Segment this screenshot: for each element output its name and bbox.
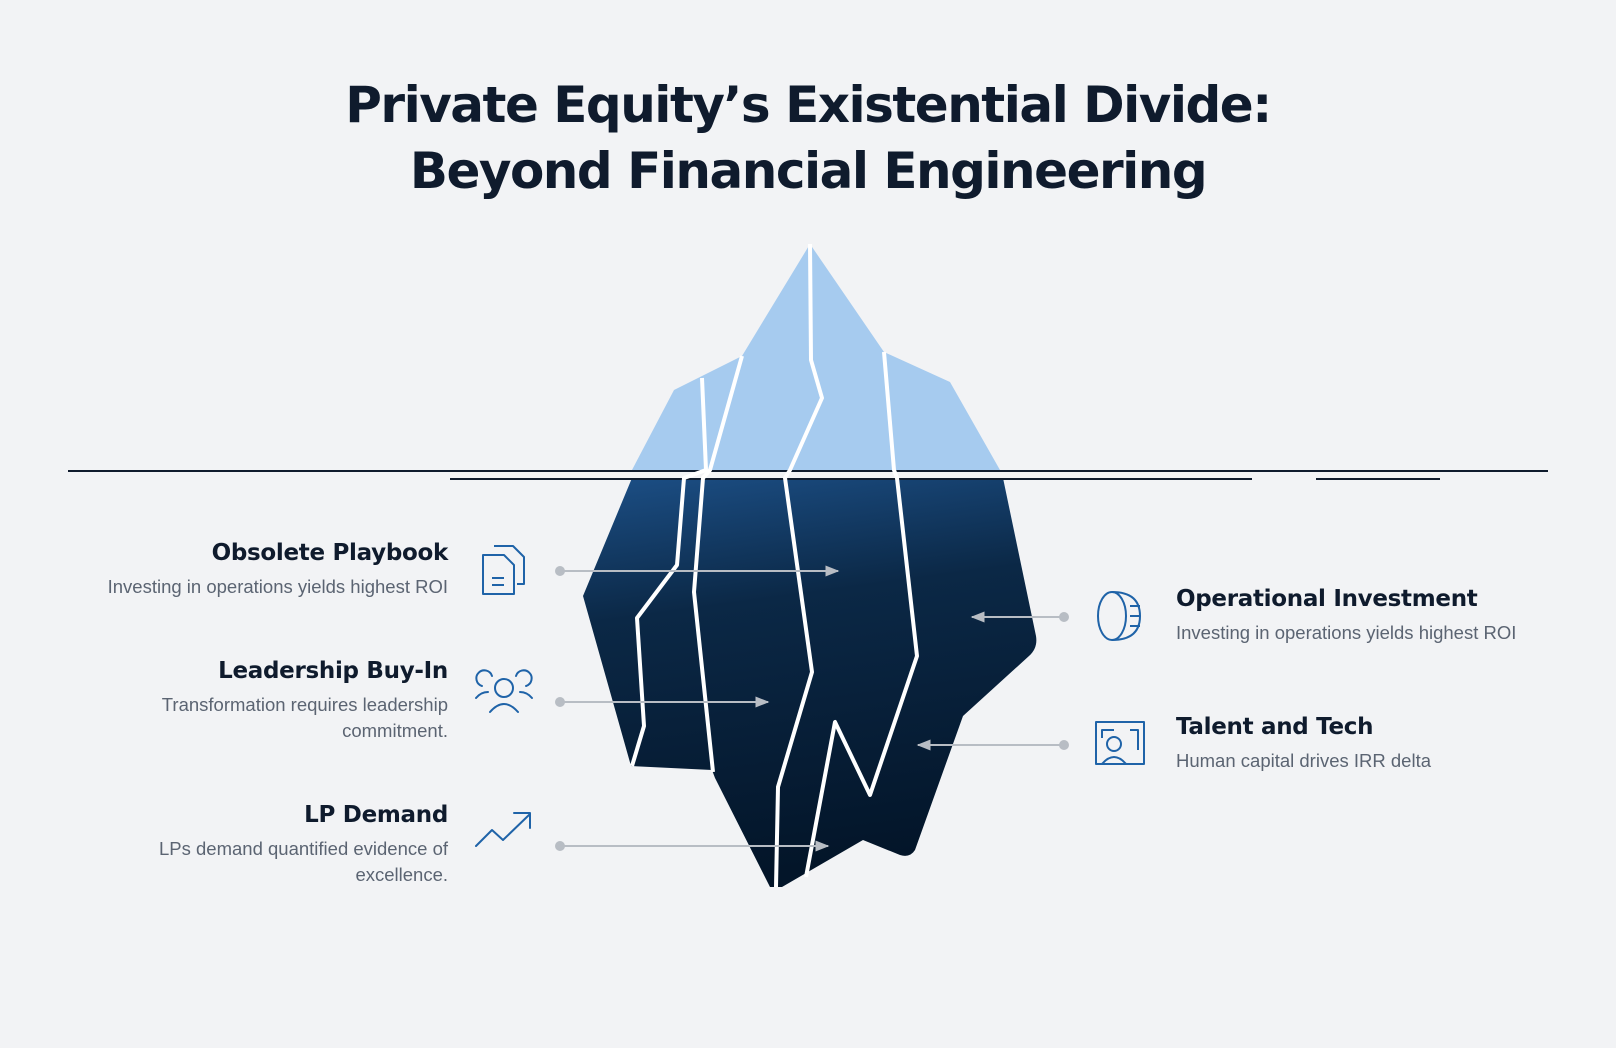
connector-dot [1060, 613, 1068, 621]
connector-dot [556, 842, 564, 850]
item-heading: Leadership Buy-In [28, 658, 448, 684]
item-description: Transformation requires leadership commi… [118, 692, 448, 744]
item-heading: Operational Investment [1176, 586, 1596, 612]
item-description: Investing in operations yields highest R… [28, 574, 448, 600]
connector-dot [556, 698, 564, 706]
iceberg-tip [632, 244, 1000, 470]
item-heading: Obsolete Playbook [28, 540, 448, 566]
trend-up-icon [474, 810, 534, 850]
item-description: Human capital drives IRR delta [1176, 748, 1596, 774]
team-icon [474, 668, 534, 714]
item-heading: Talent and Tech [1176, 714, 1596, 740]
item-talent-and-tech: Talent and Tech Human capital drives IRR… [1176, 714, 1596, 774]
item-leadership-buy-in: Leadership Buy-In Transformation require… [28, 658, 448, 744]
connector-dot [556, 567, 564, 575]
item-heading: LP Demand [28, 802, 448, 828]
item-obsolete-playbook: Obsolete Playbook Investing in operation… [28, 540, 448, 600]
profile-screen-icon [1094, 720, 1146, 768]
item-lp-demand: LP Demand LPs demand quantified evidence… [28, 802, 448, 888]
item-description: LPs demand quantified evidence of excell… [118, 836, 448, 888]
item-operational-investment: Operational Investment Investing in oper… [1176, 586, 1596, 646]
coins-icon [1096, 589, 1142, 643]
document-icon [480, 544, 530, 596]
item-description: Investing in operations yields highest R… [1176, 620, 1596, 646]
connector-dot [1060, 741, 1068, 749]
